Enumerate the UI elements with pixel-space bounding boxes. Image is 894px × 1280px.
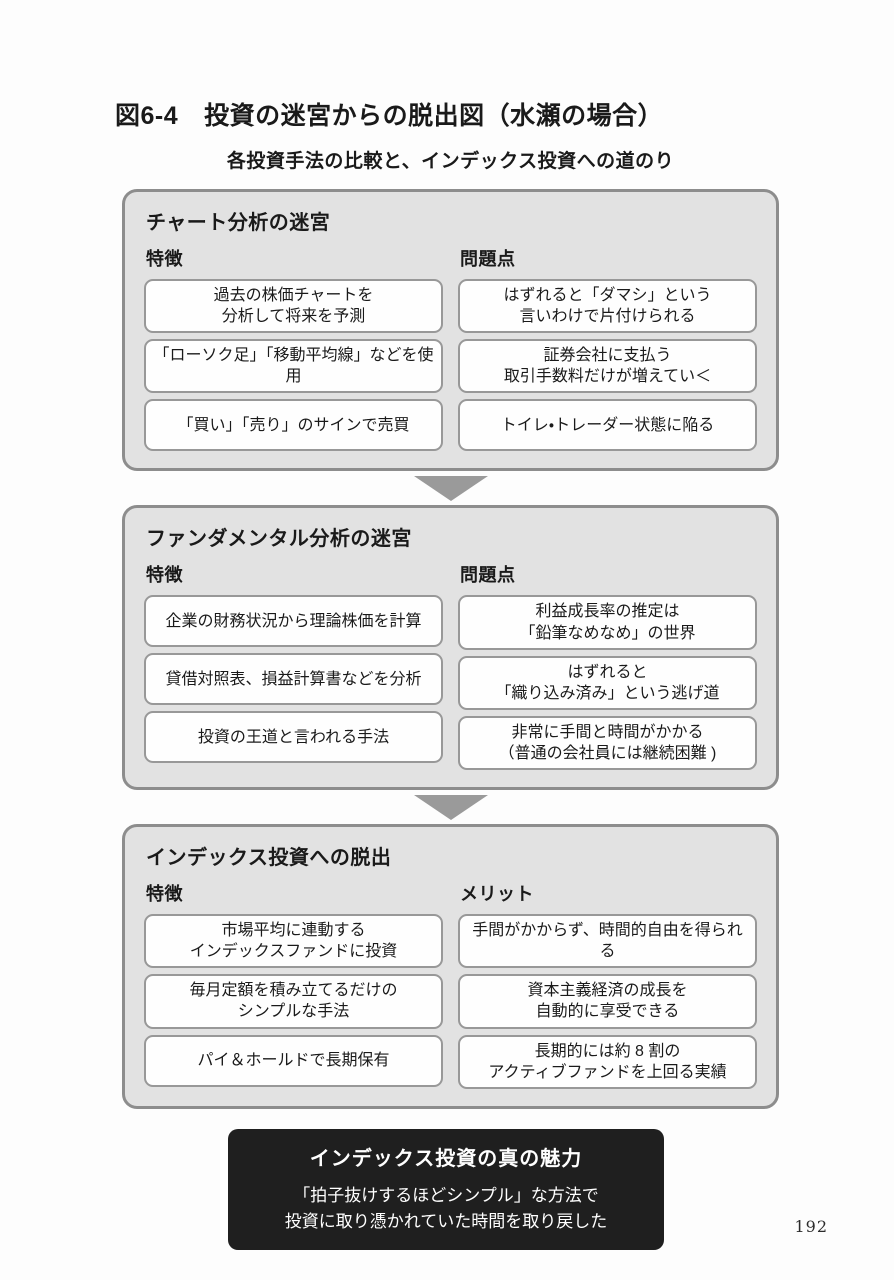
section-title: チャート分析の迷宮: [146, 212, 331, 234]
page-number: 192: [794, 1217, 828, 1236]
down-arrow-icon: [413, 794, 488, 820]
page-subtitle: 各投資手法の比較と、インデックス投資への道のり: [226, 151, 675, 172]
conclusion-box: インデックス投資の真の魅力 「拍子抜けするほどシンプル」な方法で 投資に取り憑か…: [228, 1128, 664, 1251]
feature-item: 毎月定額を積み立てるだけの シンプルな手法: [144, 974, 443, 1029]
features-column: 特徴 過去の株価チャートを 分析して将来を予測 「ローソク足」「移動平均線」など…: [144, 245, 443, 452]
features-column: 特徴 市場平均に連動する インデックスファンドに投資 毎月定額を積み立てるだけの…: [144, 880, 443, 1089]
section-title: インデックス投資への脱出: [146, 847, 392, 870]
conclusion-body: 「拍子抜けするほどシンプル」な方法で 投資に取り憑かれていた時間を取り戻した: [284, 1185, 608, 1232]
problem-item: 証券会社に支払う 取引手数料だけが増えてい＜: [458, 339, 757, 394]
problem-item: 非常に手間と時間がかかる （普通の会社員には継続困難 ): [458, 715, 757, 771]
column-header-features: 特徴: [146, 565, 183, 586]
column-header-features: 特徴: [146, 884, 183, 905]
problem-item: はずれると 「織り込み済み」という逃げ道: [458, 655, 757, 710]
down-arrow-icon: [413, 475, 488, 501]
page-title: 図6-4 投資の迷宮からの脱出図（水瀬の場合）: [115, 96, 894, 132]
feature-item: 「買い」「売り」のサインで売買: [144, 399, 443, 452]
book-page: 図6-4 投資の迷宮からの脱出図（水瀬の場合） 各投資手法の比較と、インデックス…: [115, 96, 894, 1251]
column-header-problems: 問題点: [460, 565, 516, 586]
column-header-features: 特徴: [146, 249, 183, 269]
feature-item: パイ＆ホールドで長期保有: [144, 1034, 443, 1087]
problem-item: 利益成長率の推定は 「鉛筆なめなめ」の世界: [458, 595, 757, 650]
merits-column: メリット 手間がかからず、時間的自由を得られる 資本主義経済の成長を 自動的に享…: [458, 880, 757, 1089]
figure-label: 図6-4: [115, 102, 179, 130]
feature-item: 貸借対照表、損益計算書などを分析: [144, 653, 443, 706]
column-header-problems: 問題点: [460, 249, 516, 269]
column-header-merits: メリット: [460, 884, 534, 905]
section-fundamental-analysis: ファンダメンタル分析の迷宮 特徴 企業の財務状況から理論株価を計算 貸借対照表、…: [122, 505, 779, 791]
problems-column: 問題点 はずれると「ダマシ」という 言いわけで片付けられる 証券会社に支払う 取…: [458, 245, 757, 452]
flow-connector: [122, 471, 779, 505]
feature-item: 過去の株価チャートを 分析して将来を予測: [144, 279, 443, 334]
section-index-investing: インデックス投資への脱出 特徴 市場平均に連動する インデックスファンドに投資 …: [122, 824, 779, 1109]
merit-item: 手間がかからず、時間的自由を得られる: [458, 914, 757, 969]
problem-item: はずれると「ダマシ」という 言いわけで片付けられる: [458, 279, 757, 334]
conclusion-title: インデックス投資の真の魅力: [309, 1147, 583, 1170]
feature-item: 「ローソク足」「移動平均線」などを使用: [144, 339, 443, 394]
problem-item: トイレ・トレーダー状態に陥る: [458, 399, 757, 452]
figure-title-text: 投資の迷宮からの脱出図（水瀬の場合）: [204, 102, 664, 130]
section-title: ファンダメンタル分析の迷宮: [146, 528, 412, 551]
merit-item: 資本主義経済の成長を 自動的に享受できる: [458, 974, 757, 1029]
flow-connector: [122, 790, 779, 824]
feature-item: 市場平均に連動する インデックスファンドに投資: [144, 914, 443, 969]
merit-item: 長期的には約 8 割の アクティブファンドを上回る実績: [458, 1034, 757, 1089]
escape-diagram: チャート分析の迷宮 特徴 過去の株価チャートを 分析して将来を予測 「ローソク足…: [122, 189, 779, 1109]
feature-item: 企業の財務状況から理論株価を計算: [144, 595, 443, 648]
section-chart-analysis: チャート分析の迷宮 特徴 過去の株価チャートを 分析して将来を予測 「ローソク足…: [122, 189, 779, 472]
problems-column: 問題点 利益成長率の推定は 「鉛筆なめなめ」の世界 はずれると 「織り込み済み」…: [458, 561, 757, 771]
feature-item: 投資の王道と言われる手法: [144, 711, 443, 764]
features-column: 特徴 企業の財務状況から理論株価を計算 貸借対照表、損益計算書などを分析 投資の…: [144, 561, 443, 770]
